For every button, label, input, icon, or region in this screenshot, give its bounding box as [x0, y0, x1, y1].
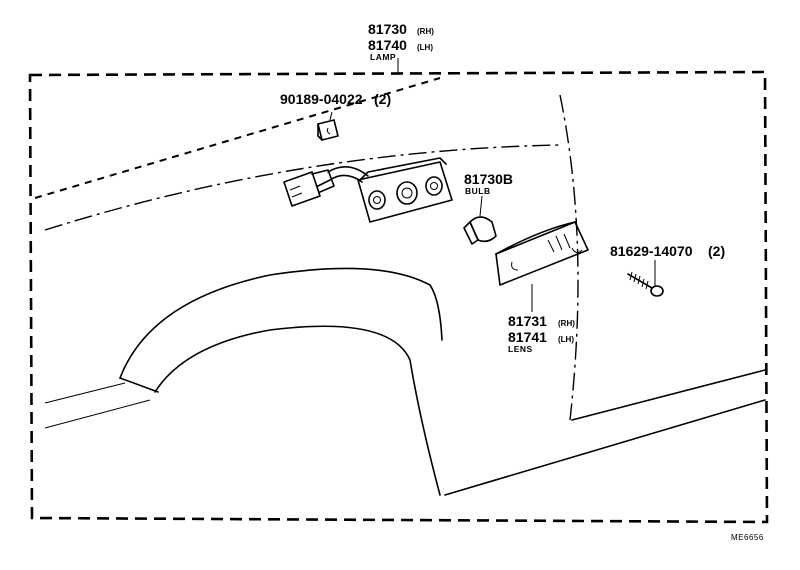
clip-number: 90189-04022: [280, 91, 363, 107]
assembly-boundary-box: [28, 70, 769, 524]
label-lens: 81731 (RH) 81741 (LH) LENS: [508, 313, 575, 354]
clip-part: [317, 111, 339, 141]
lens-caption: LENS: [508, 344, 533, 354]
lens-number-lh: 81741: [508, 329, 547, 345]
vehicle-body-outline: [34, 77, 766, 496]
lens-suffix-rh: (RH): [558, 319, 575, 328]
bulb-number: 81730B: [464, 171, 513, 187]
lamp-number-lh: 81740: [368, 37, 407, 53]
screw-number: 81629-14070: [610, 243, 693, 259]
label-clip: 90189-04022 (2): [280, 91, 391, 107]
lamp-suffix-rh: (RH): [417, 27, 434, 36]
lens-suffix-lh: (LH): [558, 335, 574, 344]
reference-code: ME6656: [731, 533, 764, 542]
lamp-suffix-lh: (LH): [417, 43, 433, 52]
lamp-housing: [283, 157, 453, 223]
bulb-caption: BULB: [465, 186, 491, 196]
lamp-caption: LAMP: [370, 52, 396, 62]
label-lamp: 81730 (RH) 81740 (LH) LAMP: [368, 21, 434, 62]
bulb-part: [463, 216, 497, 245]
label-bulb: 81730B BULB: [464, 171, 513, 196]
lamp-number-rh: 81730: [368, 21, 407, 37]
clip-quantity: (2): [374, 91, 391, 107]
leader-lines: [397, 58, 656, 312]
lens-number-rh: 81731: [508, 313, 547, 329]
screw-part: [627, 271, 664, 297]
label-screw: 81629-14070 (2): [610, 243, 725, 259]
lens-part: [495, 221, 589, 286]
screw-quantity: (2): [708, 243, 725, 259]
